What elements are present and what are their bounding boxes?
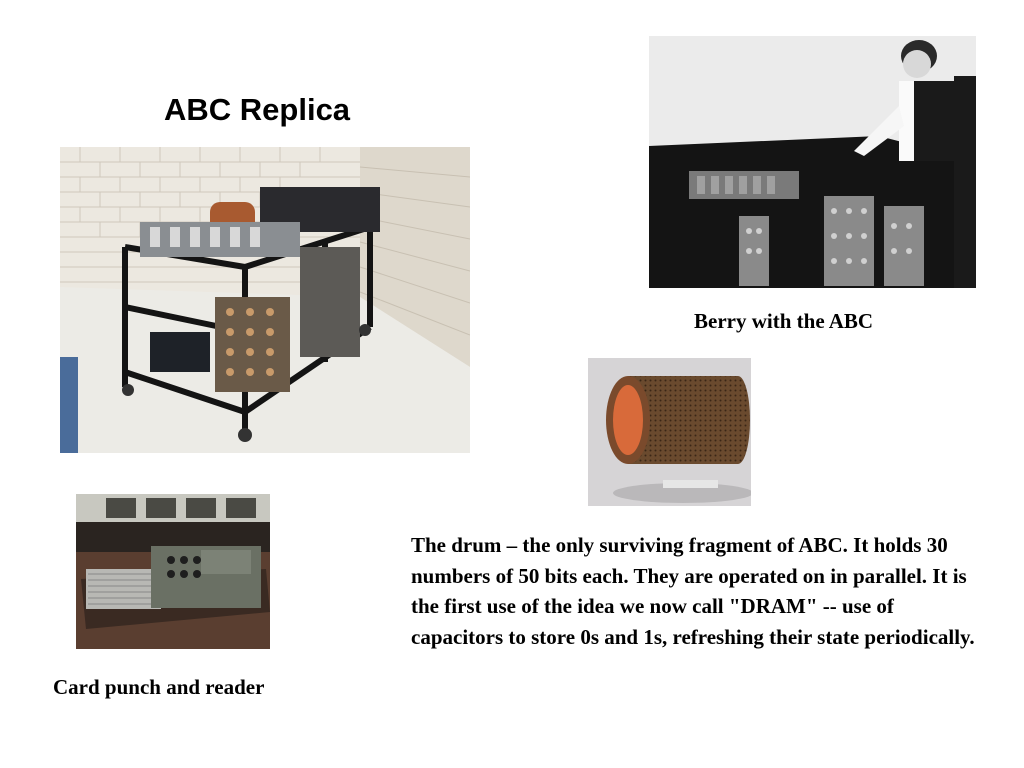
- card-punch-caption: Card punch and reader: [53, 675, 265, 699]
- slide-title: ABC Replica: [164, 92, 351, 127]
- berry-with-abc-photo: [649, 36, 976, 288]
- drum-description: The drum – the only surviving fragment o…: [411, 533, 975, 649]
- abc-drum-photo: [588, 358, 751, 506]
- card-punch-reader-photo: [76, 494, 270, 649]
- abc-replica-photo: [60, 147, 470, 453]
- berry-caption: Berry with the ABC: [694, 309, 874, 333]
